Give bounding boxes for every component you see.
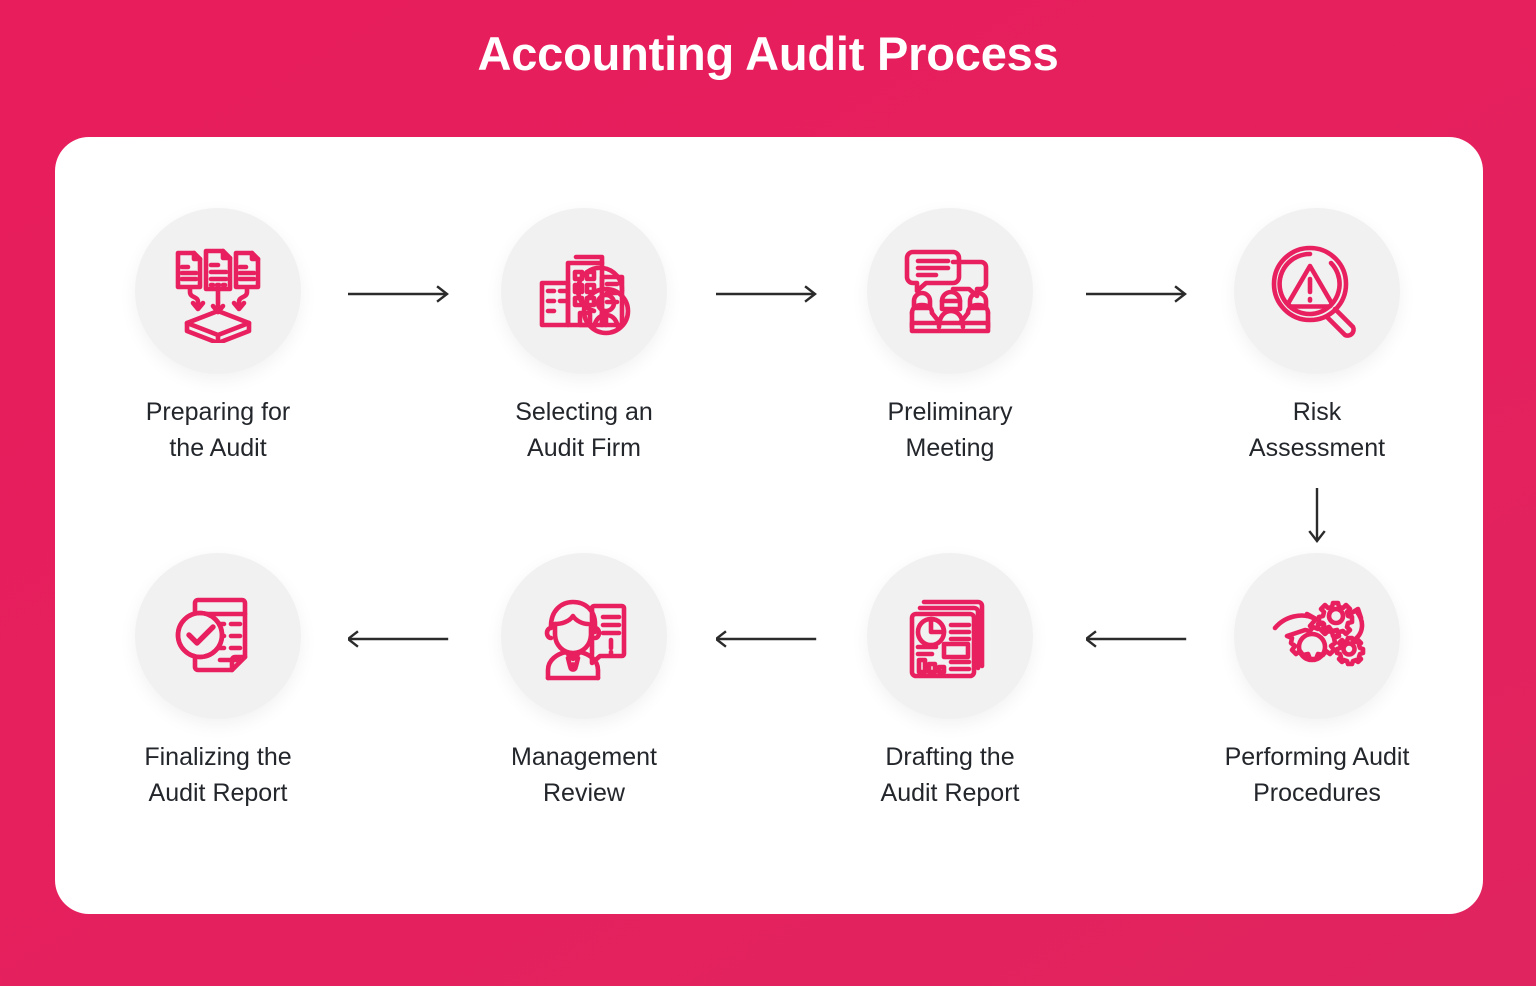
step-6-label: Drafting the Audit Report	[880, 743, 1020, 807]
step-1-label: Preparing for the Audit	[145, 398, 291, 462]
report-charts-icon	[898, 584, 1002, 688]
step-3-preliminary-meeting[interactable]: Preliminary Meeting	[830, 208, 1070, 466]
step-4-icon-circle	[1234, 208, 1400, 374]
step-6-icon-circle	[867, 553, 1033, 719]
step-7-icon-circle	[501, 553, 667, 719]
arrow-step5-to-step6	[1086, 627, 1190, 651]
step-1-icon-circle	[135, 208, 301, 374]
step-1-preparing-for-the-audit[interactable]: Preparing for the Audit	[98, 208, 338, 466]
step-5-performing-audit-procedures[interactable]: Performing Audit Procedures	[1197, 553, 1437, 811]
person-review-document-icon	[532, 584, 636, 688]
step-7-label: Management Review	[511, 743, 657, 807]
page-title: Accounting Audit Process	[477, 27, 1059, 80]
step-6-drafting-the-audit-report[interactable]: Drafting the Audit Report	[830, 553, 1070, 811]
documents-into-tray-icon	[166, 239, 270, 343]
step-2-selecting-an-audit-firm[interactable]: Selecting an Audit Firm	[464, 208, 704, 466]
step-8-label: Finalizing the Audit Report	[144, 743, 292, 807]
gears-process-icon	[1265, 584, 1369, 688]
step-2-icon-circle	[501, 208, 667, 374]
step-3-label: Preliminary Meeting	[887, 398, 1013, 462]
step-4-label: Risk Assessment	[1248, 398, 1386, 462]
arrow-step3-to-step4	[1086, 282, 1190, 306]
step-3-icon-circle	[867, 208, 1033, 374]
office-buildings-person-icon	[532, 239, 636, 343]
step-4-risk-assessment[interactable]: Risk Assessment	[1197, 208, 1437, 466]
step-5-label: Performing Audit Procedures	[1224, 743, 1410, 807]
arrow-step1-to-step2	[348, 282, 452, 306]
arrow-step6-to-step7	[716, 627, 820, 651]
arrow-step4-to-step5	[1305, 488, 1329, 546]
arrow-step7-to-step8	[348, 627, 452, 651]
magnifier-warning-icon	[1265, 239, 1369, 343]
step-7-management-review[interactable]: Management Review	[464, 553, 704, 811]
step-2-label: Selecting an Audit Firm	[515, 398, 653, 462]
step-8-icon-circle	[135, 553, 301, 719]
document-checkmark-icon	[166, 584, 270, 688]
arrow-step2-to-step3	[716, 282, 820, 306]
people-meeting-speech-bubbles-icon	[898, 239, 1002, 343]
step-5-icon-circle	[1234, 553, 1400, 719]
step-8-finalizing-the-audit-report[interactable]: Finalizing the Audit Report	[98, 553, 338, 811]
